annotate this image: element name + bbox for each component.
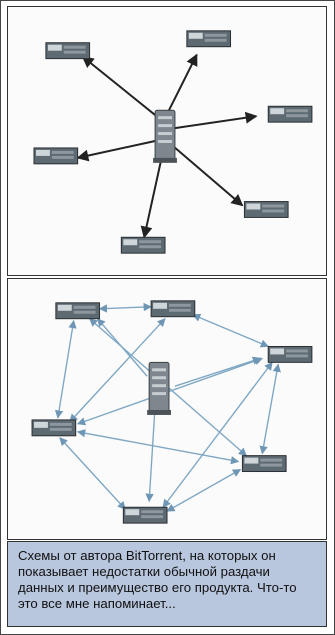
computer-icon [31, 419, 77, 437]
edge [174, 111, 258, 130]
edge [259, 363, 281, 455]
computer-icon [150, 300, 196, 318]
computer-icon [241, 455, 287, 473]
edge [145, 405, 156, 503]
star-edges [76, 53, 258, 239]
edge [166, 53, 198, 115]
bittorrent-mesh-diagram [7, 278, 327, 540]
edge [59, 437, 126, 510]
edge [54, 319, 77, 419]
edge [172, 145, 244, 207]
computer-icon [45, 42, 91, 60]
star-diagram-svg [33, 30, 313, 254]
figure-caption: Схемы от автора BitTorrent, на которых о… [7, 541, 327, 627]
mesh-edges [54, 302, 281, 512]
edge [76, 429, 240, 465]
edge [174, 356, 262, 387]
edge [81, 55, 160, 119]
computer-icon [243, 201, 289, 218]
edge [96, 318, 148, 377]
server-icon [147, 361, 171, 415]
computer-icon [267, 345, 313, 363]
computer-icon [120, 236, 166, 254]
computer-icon [122, 506, 168, 524]
computer-icon [186, 30, 232, 48]
computer-icon [267, 105, 313, 123]
computer-icon [33, 147, 79, 165]
edge [140, 155, 164, 239]
server-icon [153, 109, 177, 163]
computer-icon [55, 302, 101, 320]
client-server-diagram [7, 6, 327, 276]
edge [98, 302, 152, 313]
edge [76, 140, 156, 162]
edge [166, 468, 242, 512]
edge [192, 313, 269, 348]
mesh-diagram-svg [31, 300, 313, 524]
